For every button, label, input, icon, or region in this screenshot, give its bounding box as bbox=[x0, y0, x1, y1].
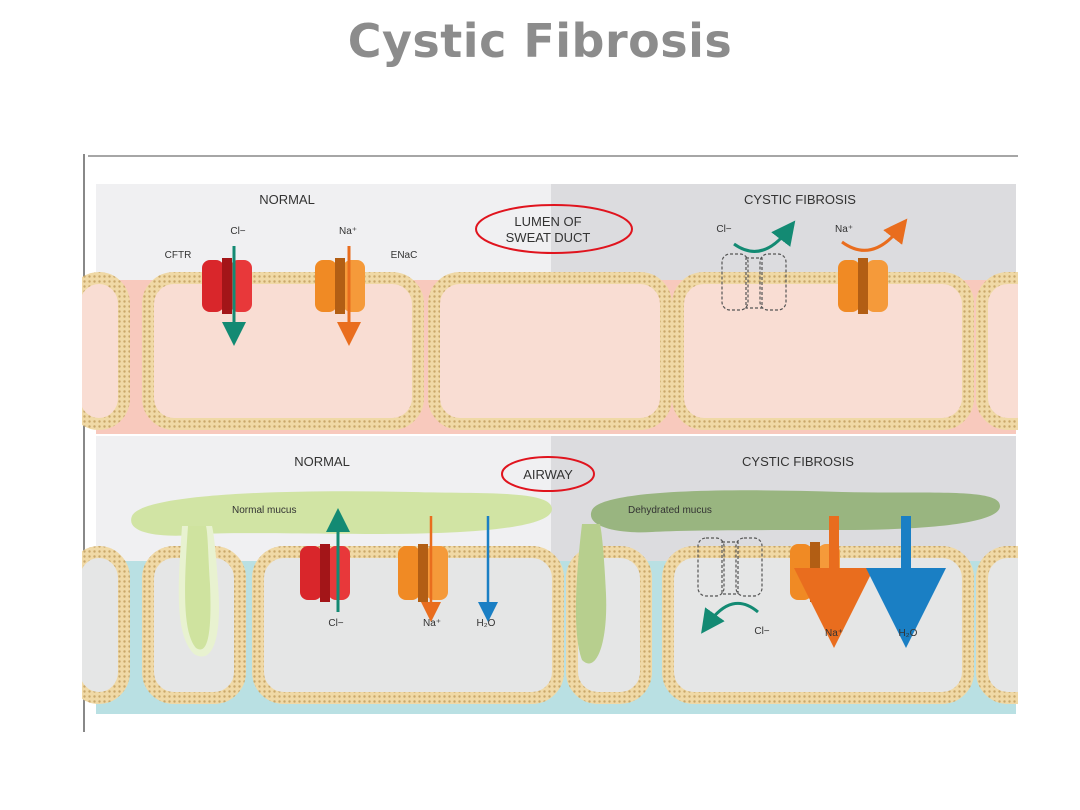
sweat-normal-na-label: Na⁺ bbox=[339, 226, 357, 237]
lumen-label-line1: LUMEN OF bbox=[514, 214, 581, 229]
dehydrated-mucus bbox=[575, 490, 1000, 664]
chloride-arrow-airway-blocked bbox=[701, 602, 759, 634]
airway-cells bbox=[82, 546, 1018, 704]
dehydrated-mucus-label: Dehydrated mucus bbox=[628, 505, 712, 516]
sweat-cf-na-label: Na⁺ bbox=[835, 224, 853, 235]
lumen-annotation-circle bbox=[475, 204, 633, 254]
sweat-cf-label: CYSTIC FIBROSIS bbox=[744, 192, 856, 207]
cftr-channel-normal bbox=[202, 258, 252, 314]
normal-mucus-label: Normal mucus bbox=[232, 505, 296, 516]
airway-cf-na-label: Na⁺ bbox=[825, 628, 843, 639]
airway-panel: NORMAL CYSTIC FIBROSIS AIRWAY Normal muc… bbox=[82, 436, 1018, 714]
airway-normal-h2o-label: H₂O bbox=[477, 618, 496, 629]
enac-label: ENaC bbox=[391, 250, 418, 261]
sweat-duct-panel: NORMAL CYSTIC FIBROSIS LUMEN OF SWEAT DU… bbox=[82, 184, 1018, 434]
enac-channel-airway-normal bbox=[398, 544, 448, 602]
airway-normal-label: NORMAL bbox=[294, 454, 350, 469]
airway-normal-cl-label: Cl− bbox=[328, 618, 343, 629]
airway-label: AIRWAY bbox=[523, 467, 573, 482]
sweat-normal-cl-label: Cl− bbox=[230, 226, 245, 237]
airway-annotation-circle bbox=[501, 456, 595, 492]
slide-title: Cystic Fibrosis bbox=[347, 14, 733, 68]
enac-channel-normal bbox=[315, 258, 365, 314]
enac-channel-cf bbox=[838, 258, 888, 314]
airway-cf-label: CYSTIC FIBROSIS bbox=[742, 454, 854, 469]
sweat-cf-cl-label: Cl− bbox=[716, 224, 731, 235]
chloride-arrow-blocked bbox=[733, 220, 796, 253]
cystic-fibrosis-diagram: NORMAL CYSTIC FIBROSIS LUMEN OF SWEAT DU… bbox=[82, 154, 1018, 732]
sweat-normal-label: NORMAL bbox=[259, 192, 315, 207]
cftr-channel-defective bbox=[721, 253, 787, 311]
sweat-duct-cells bbox=[82, 272, 1018, 430]
cftr-label: CFTR bbox=[165, 250, 192, 261]
lumen-label-line2: SWEAT DUCT bbox=[506, 230, 591, 245]
cftr-channel-airway-defective bbox=[697, 537, 763, 597]
airway-normal-na-label: Na⁺ bbox=[423, 618, 441, 629]
airway-cf-h2o-label: H₂O bbox=[899, 628, 918, 639]
cftr-channel-airway-normal bbox=[300, 544, 350, 602]
sodium-arrow-cf bbox=[841, 218, 908, 252]
airway-cf-cl-label: Cl− bbox=[754, 626, 769, 637]
